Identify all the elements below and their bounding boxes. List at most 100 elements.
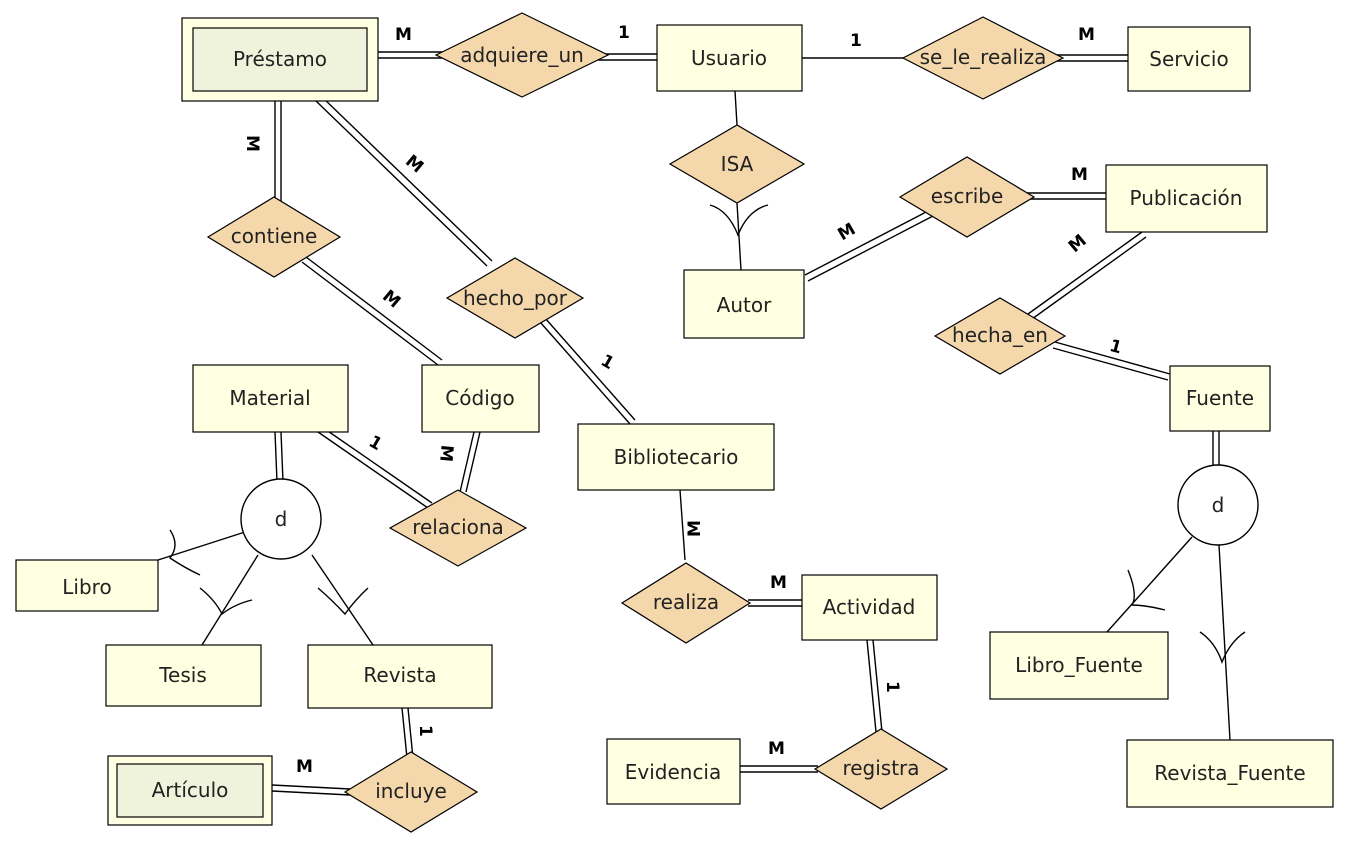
relationship-incluye[interactable]: incluye — [343, 751, 479, 833]
relationship-se-le-realiza-label: se_le_realiza — [920, 45, 1047, 69]
connector-d-tesis — [201, 554, 259, 646]
relationship-hecho-por[interactable]: hecho_por — [445, 257, 585, 339]
entity-revista-fuente[interactable]: Revista_Fuente — [1126, 739, 1334, 808]
entity-libro-fuente-label: Libro_Fuente — [1015, 653, 1143, 677]
entity-publicacion-label: Publicación — [1130, 186, 1243, 210]
entity-bibliotecario-label: Bibliotecario — [614, 445, 739, 469]
connector-codigo-relaciona — [459, 431, 475, 493]
connector-material-relaciona — [317, 431, 429, 509]
relationship-isa-label: ISA — [721, 152, 754, 176]
cardinality-label: 1 — [850, 31, 862, 51]
entity-libro-label: Libro — [62, 575, 111, 599]
connector-hecho-por-bibliotecario-2 — [544, 317, 636, 421]
entity-material-label: Material — [229, 386, 310, 410]
relationship-hecho-por-label: hecho_por — [463, 286, 568, 310]
cardinality-label: M — [1071, 165, 1088, 185]
entity-fuente[interactable]: Fuente — [1169, 365, 1271, 432]
entity-revista-fuente-label: Revista_Fuente — [1154, 761, 1305, 785]
cardinality-label: 1 — [365, 432, 385, 455]
connector-articulo-incluye-2 — [271, 790, 351, 796]
entity-tesis-label: Tesis — [158, 663, 207, 687]
entity-evidencia-label: Evidencia — [625, 760, 722, 784]
relationship-adquiere-un-label: adquiere_un — [460, 43, 584, 67]
cardinality-label: M — [834, 219, 859, 245]
entity-tesis[interactable]: Tesis — [105, 644, 262, 707]
connector-actividad-registra-2 — [872, 639, 883, 733]
relationship-escribe-label: escribe — [931, 184, 1004, 208]
revista-fork — [317, 587, 369, 616]
cardinality-label: 1 — [618, 23, 630, 43]
connector-articulo-incluye — [271, 784, 351, 790]
connector-publicacion-hecha-2 — [1031, 236, 1147, 320]
relationship-se-le-realiza[interactable]: se_le_realiza — [901, 16, 1065, 100]
entity-articulo-label: Artículo — [152, 778, 229, 802]
cardinality-label: 1 — [882, 681, 902, 693]
entity-evidencia[interactable]: Evidencia — [606, 738, 741, 805]
relationship-hecha-en-label: hecha_en — [952, 323, 1048, 347]
tesis-fork — [199, 587, 253, 616]
entity-prestamo-label: Préstamo — [233, 47, 327, 71]
connector-revista-incluye — [401, 707, 408, 759]
cardinality-label: M — [435, 444, 456, 463]
connector-material-d — [274, 431, 278, 483]
entity-codigo-label: Código — [445, 386, 514, 410]
relationship-realiza[interactable]: realiza — [620, 562, 752, 644]
connector-bibliotecario-realiza — [679, 489, 686, 561]
entity-autor[interactable]: Autor — [683, 269, 805, 339]
entity-autor-label: Autor — [717, 293, 772, 317]
connector-hecha-fuente — [1054, 341, 1171, 375]
cardinality-label: M — [378, 286, 404, 312]
relationship-registra[interactable]: registra — [813, 728, 949, 810]
relationship-incluye-label: incluye — [375, 779, 447, 803]
connector-actividad-registra — [866, 639, 877, 733]
relationship-escribe[interactable]: escribe — [898, 156, 1036, 238]
entity-usuario[interactable]: Usuario — [656, 24, 803, 92]
disjoint-circles: d d — [240, 464, 1259, 560]
disjoint-material[interactable]: d — [240, 478, 322, 560]
entities: Préstamo Usuario Servicio Autor Publicac… — [15, 17, 1334, 826]
entity-libro-fuente[interactable]: Libro_Fuente — [989, 631, 1169, 700]
connector-publicacion-hecha — [1027, 231, 1143, 315]
disjoint-fuente-label: d — [1212, 493, 1225, 517]
entity-servicio[interactable]: Servicio — [1127, 26, 1251, 92]
cardinality-label: M — [242, 135, 262, 152]
disjoint-material-label: d — [275, 507, 288, 531]
disjoint-fuente[interactable]: d — [1177, 464, 1259, 546]
entity-articulo[interactable]: Artículo — [107, 755, 273, 826]
entity-codigo[interactable]: Código — [421, 364, 540, 433]
relationship-realiza-label: realiza — [653, 590, 719, 614]
connector-contiene-codigo — [301, 261, 439, 366]
cardinality-label: M — [770, 573, 787, 593]
relationship-adquiere-un[interactable]: adquiere_un — [434, 12, 610, 98]
connector-hecha-fuente-2 — [1052, 347, 1169, 381]
relationship-contiene-label: contiene — [231, 224, 318, 248]
entity-publicacion[interactable]: Publicación — [1105, 164, 1268, 233]
entity-bibliotecario[interactable]: Bibliotecario — [577, 423, 775, 491]
entity-libro[interactable]: Libro — [15, 559, 159, 612]
connector-revista-incluye-2 — [407, 707, 414, 759]
entity-material[interactable]: Material — [192, 364, 349, 433]
connector-d-libro-fuente — [1106, 536, 1193, 633]
connector-contiene-codigo-2 — [305, 256, 443, 361]
relationship-contiene[interactable]: contiene — [206, 196, 342, 278]
isa-fork — [709, 204, 769, 237]
entity-actividad-label: Actividad — [823, 595, 916, 619]
entity-prestamo[interactable]: Préstamo — [181, 17, 379, 102]
libro-fork — [168, 529, 201, 576]
connector-d-revista — [311, 554, 374, 646]
relationship-isa[interactable]: ISA — [668, 124, 806, 204]
relationship-relaciona[interactable]: relaciona — [388, 489, 528, 567]
entity-usuario-label: Usuario — [691, 46, 767, 70]
connectors — [157, 51, 1246, 796]
cardinality-label: M — [395, 25, 412, 45]
revista-fuente-fork — [1199, 631, 1246, 664]
entity-actividad[interactable]: Actividad — [801, 574, 938, 641]
relationship-hecha-en[interactable]: hecha_en — [933, 297, 1067, 375]
entity-revista[interactable]: Revista — [307, 644, 493, 709]
cardinality-label: M — [296, 757, 313, 777]
connector-material-relaciona-2 — [321, 426, 433, 504]
libro-fuente-fork — [1127, 569, 1166, 611]
connector-material-d-2 — [280, 431, 284, 483]
cardinality-label: 1 — [597, 351, 617, 374]
entity-fuente-label: Fuente — [1186, 386, 1254, 410]
